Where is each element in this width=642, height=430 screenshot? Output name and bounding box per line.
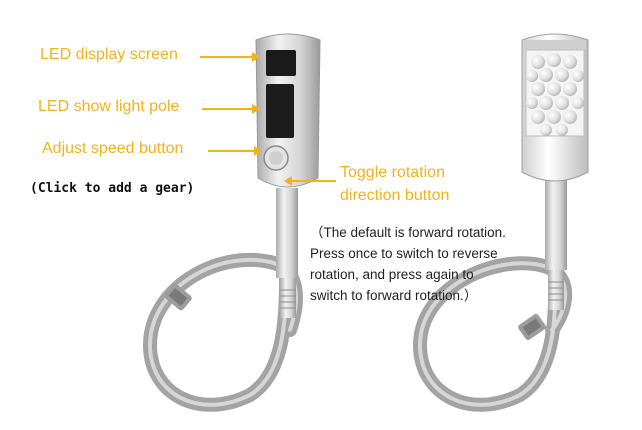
arrow-adjust-speed xyxy=(208,150,260,152)
label-led-display: LED display screen xyxy=(40,47,178,63)
led-display-screen xyxy=(266,50,296,76)
arrow-toggle-rotation xyxy=(286,180,336,182)
left-cable xyxy=(150,250,296,405)
note-line-4: switch to forward rotation.） xyxy=(310,285,542,306)
label-led-light-pole: LED show light pole xyxy=(38,99,179,115)
led-light-pole xyxy=(266,84,294,138)
left-device xyxy=(150,34,320,405)
right-cable-connector xyxy=(517,313,547,342)
label-adjust-speed: Adjust speed button xyxy=(42,141,183,157)
note-default-rotation: （The default is forward rotation. Press … xyxy=(310,222,542,306)
note-line-2: Press once to switch to reverse xyxy=(310,243,542,264)
arrow-led-display xyxy=(200,56,258,58)
arrow-led-light-pole xyxy=(202,108,258,110)
right-neck xyxy=(545,180,567,270)
label-toggle-line1: Toggle rotation xyxy=(340,165,445,181)
label-toggle-line2: direction button xyxy=(340,188,449,204)
note-click-gear: (Click to add a gear) xyxy=(30,181,194,196)
right-device xyxy=(420,34,588,405)
note-line-1: （The default is forward rotation. xyxy=(310,222,542,243)
left-neck xyxy=(276,188,298,278)
note-line-3: rotation, and press again to xyxy=(310,264,542,285)
